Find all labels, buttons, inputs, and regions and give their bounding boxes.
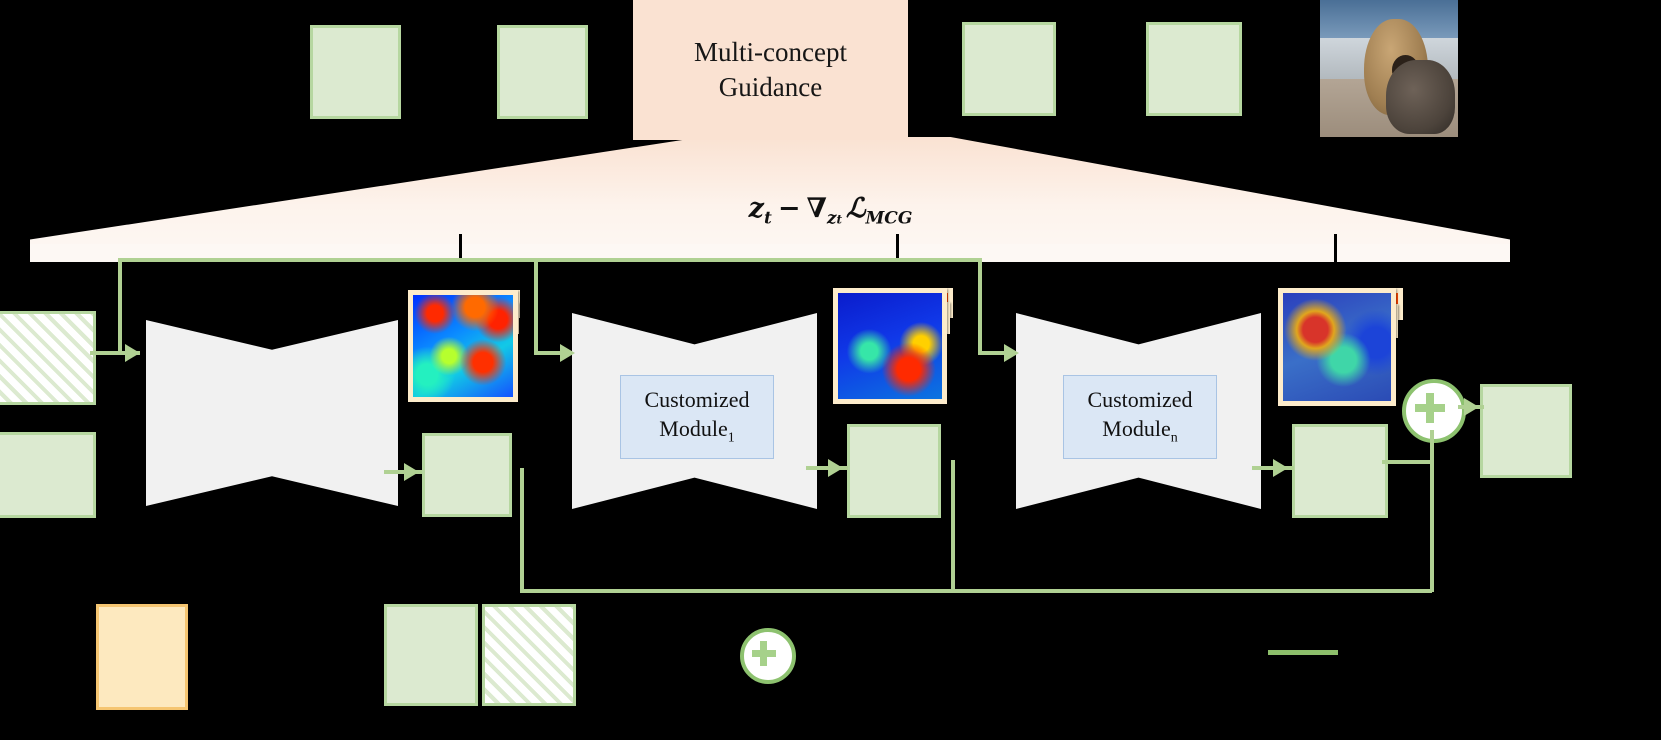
guidance-tap-3-horizontal [534, 258, 982, 262]
guidance-label-line1: Multi-concept [694, 37, 847, 68]
guidance-tap-3-vertical [978, 258, 982, 354]
guidance-tap-1-horizontal [118, 258, 538, 262]
customized-module-n: Customized Modulen [1063, 375, 1217, 459]
formula-nabla-sub-sub: t [836, 212, 843, 227]
formula-nabla-sub: z [826, 208, 837, 229]
formula-nabla: ∇ [806, 193, 827, 224]
customized-module-n-line1: Customized [1087, 387, 1193, 413]
top-token-box-1 [310, 25, 401, 119]
guidance-tap-2-horizontal [534, 351, 572, 355]
latent-box-after-unet-1 [422, 433, 512, 517]
formula-minus: − [777, 193, 801, 224]
formula-loss: ℒ [846, 193, 866, 224]
legend-sum-operator [740, 628, 796, 684]
legend-swatch-hatched [482, 604, 576, 706]
top-token-box-3 [962, 22, 1056, 116]
customized-module-1: Customized Module1 [620, 375, 774, 459]
guidance-tap-1-vertical [118, 258, 122, 354]
latent-box-after-unet-2 [847, 424, 941, 518]
funnel-tick-1 [459, 234, 462, 264]
arrow-unetn-to-latent [1273, 459, 1288, 477]
arrow-guidance-to-unetn [1004, 344, 1019, 362]
arrow-unet1-to-latent [404, 463, 419, 481]
guidance-tap-3-horizontal-2 [978, 351, 1016, 355]
attention-map-3-front [1278, 288, 1396, 406]
formula-z: z [748, 193, 764, 224]
input-noise-latent-hatched [0, 311, 96, 405]
arrow-unet2-to-latent [828, 459, 843, 477]
arrow-sum-to-output [1464, 398, 1479, 416]
formula-z-sub: t [763, 208, 772, 229]
arrow-input-to-unet1 [125, 344, 140, 362]
customized-module-1-line1: Customized [644, 387, 750, 413]
guidance-label-line2: Guidance [718, 72, 823, 102]
latent-box-after-unet-n [1292, 424, 1388, 518]
funnel-tick-2 [896, 234, 899, 264]
input-latent-box [0, 432, 96, 518]
residual-route-2-vertical [951, 460, 955, 592]
attention-map-stack-1 [408, 290, 520, 402]
attention-map-2-front [833, 288, 947, 404]
arrow-guidance-to-unet2 [560, 344, 575, 362]
multi-concept-guidance-box: Multi-concept Guidance [633, 0, 908, 140]
attention-map-1-front [408, 290, 518, 402]
guidance-funnel-bar [30, 244, 1510, 262]
connector-input-to-unet1 [90, 351, 140, 355]
connector-unet1-to-latent [384, 470, 422, 474]
residual-route-3-horizontal [1382, 460, 1434, 464]
top-token-box-2 [497, 25, 588, 119]
output-latent-box [1480, 384, 1572, 478]
photo-cat [1386, 60, 1456, 135]
residual-route-3-vertical [1430, 460, 1434, 592]
guidance-tap-2-vertical [534, 258, 538, 354]
legend-swatch-green [384, 604, 478, 706]
funnel-tick-3 [1334, 234, 1337, 264]
top-token-box-4 [1146, 22, 1242, 116]
customized-module-1-sub: 1 [727, 430, 735, 446]
unet-base [146, 320, 398, 506]
residual-route-1-vertical [520, 468, 524, 592]
legend-connector-line [1268, 650, 1338, 655]
legend-swatch-yellow [96, 604, 188, 710]
customized-module-1-line2: Module [659, 416, 728, 441]
customized-module-n-line2: Module [1102, 416, 1171, 441]
connector-sum-to-residual [1430, 430, 1434, 470]
sum-operator-main [1402, 379, 1466, 443]
dog-and-cat-photo [1320, 0, 1458, 137]
connector-unet2-to-latent [806, 466, 848, 470]
formula-loss-sub: MCG [865, 208, 913, 229]
customized-module-n-sub: n [1170, 430, 1178, 446]
attention-map-stack-2 [833, 288, 953, 404]
residual-route-1-horizontal [520, 589, 1432, 593]
attention-map-stack-3 [1278, 288, 1403, 406]
